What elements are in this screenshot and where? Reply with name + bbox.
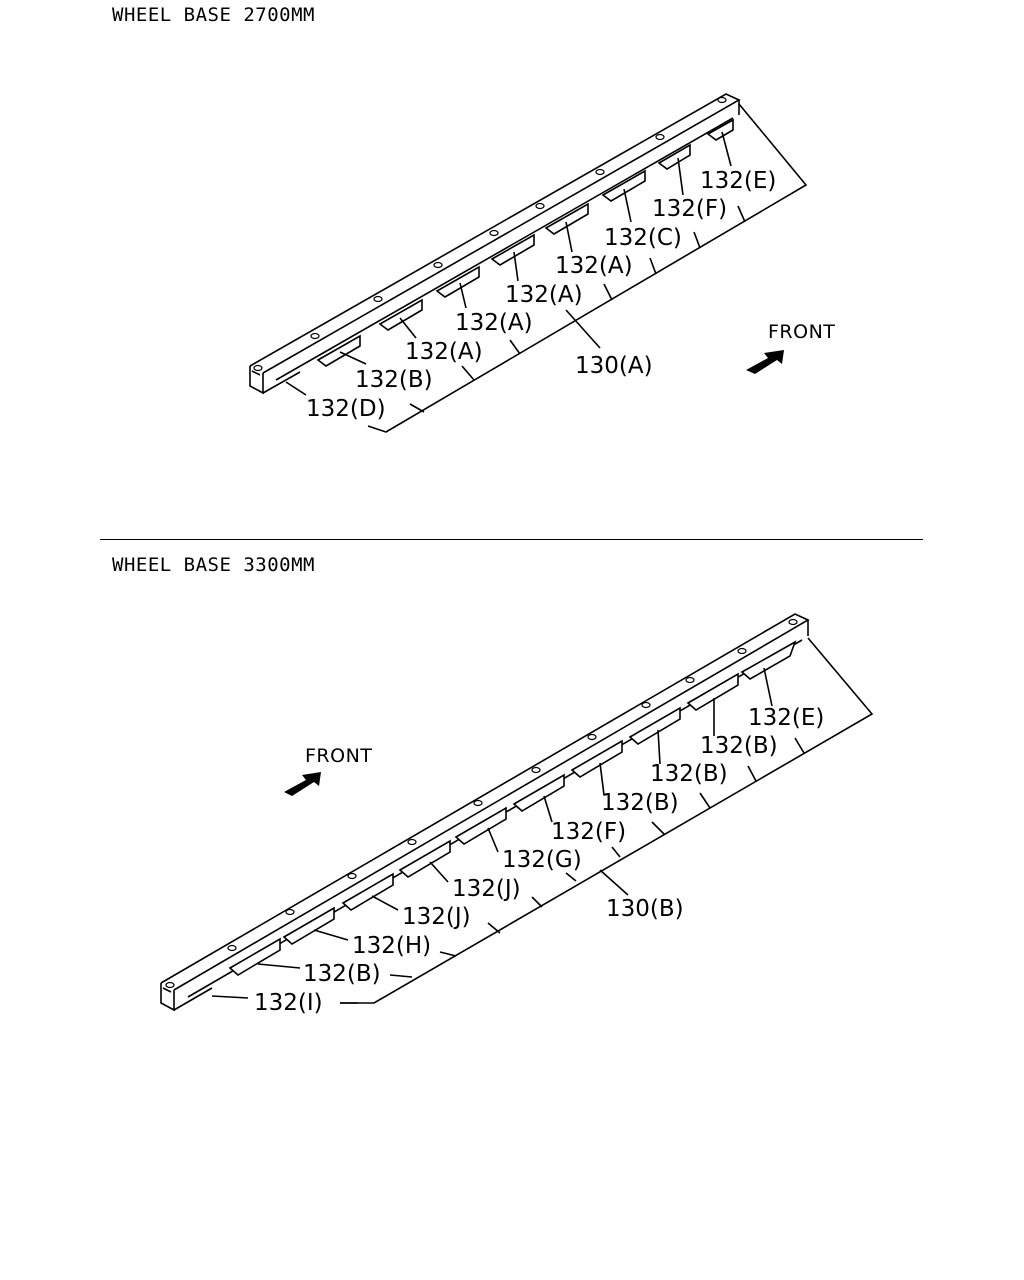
section-divider <box>100 539 923 540</box>
mount-hole-icon <box>531 766 541 774</box>
part-label: 132(E) <box>700 168 776 194</box>
part-label: 132(D) <box>306 396 386 422</box>
mount-hole-icon <box>227 944 237 952</box>
part-label: 132(J) <box>452 876 521 902</box>
front-label: FRONT <box>768 321 835 343</box>
mount-hole-icon <box>310 332 320 340</box>
leader-lines-3300 <box>211 667 805 1004</box>
part-label: 132(B) <box>650 761 728 787</box>
part-label: 132(F) <box>551 819 626 845</box>
front-arrow-icon <box>284 772 321 796</box>
leader-lines-2700 <box>285 131 746 413</box>
frame-rail-diagram-3300: 132(I) 132(B) 132(H) 132(J) 132(J) 132(G… <box>160 613 874 1016</box>
part-label: 132(E) <box>748 705 824 731</box>
mount-hole-icon <box>641 701 651 709</box>
section-title-2700: WHEEL BASE 2700MM <box>112 4 315 26</box>
mount-hole-icon <box>373 295 383 303</box>
frame-rail-diagram-2700: 132(D) 132(B) 132(A) 132(A) 132(A) 132(A… <box>249 93 835 433</box>
part-label: 132(B) <box>700 733 778 759</box>
mount-hole-icon <box>587 733 597 741</box>
part-label: 132(B) <box>355 367 433 393</box>
mount-hole-icon <box>285 908 295 916</box>
main-part-label: 130(A) <box>575 353 653 379</box>
mount-holes-2700 <box>253 96 727 372</box>
part-label: 132(B) <box>601 790 679 816</box>
front-label: FRONT <box>305 745 372 767</box>
mount-hole-icon <box>717 96 727 104</box>
section-title-3300: WHEEL BASE 3300MM <box>112 554 315 576</box>
main-part-label: 130(B) <box>606 896 684 922</box>
part-label: 132(A) <box>505 282 583 308</box>
frame-rail-2700 <box>249 93 741 395</box>
mount-hole-icon <box>535 202 545 210</box>
part-label: 132(I) <box>254 990 323 1016</box>
mount-hole-icon <box>253 364 263 372</box>
mount-hole-icon <box>655 133 665 141</box>
part-label: 132(B) <box>303 961 381 987</box>
front-arrow-icon <box>746 350 784 374</box>
frame-rail-3300 <box>160 613 810 1012</box>
mount-hole-icon <box>685 676 695 684</box>
part-label: 132(A) <box>555 253 633 279</box>
mount-hole-icon <box>788 618 798 626</box>
part-label: 132(J) <box>402 904 471 930</box>
part-label: 132(H) <box>352 933 431 959</box>
mount-hole-icon <box>165 981 175 989</box>
mount-hole-icon <box>489 229 499 237</box>
part-label: 132(C) <box>604 225 682 251</box>
mount-hole-icon <box>737 647 747 655</box>
part-label: 132(G) <box>502 847 582 873</box>
mount-hole-icon <box>473 799 483 807</box>
mount-hole-icon <box>407 838 417 846</box>
mount-holes-3300 <box>165 618 798 989</box>
mount-hole-icon <box>433 261 443 269</box>
mount-hole-icon <box>595 168 605 176</box>
part-label: 132(A) <box>405 339 483 365</box>
part-label: 132(F) <box>652 196 727 222</box>
part-label: 132(A) <box>455 310 533 336</box>
mount-hole-icon <box>347 872 357 880</box>
